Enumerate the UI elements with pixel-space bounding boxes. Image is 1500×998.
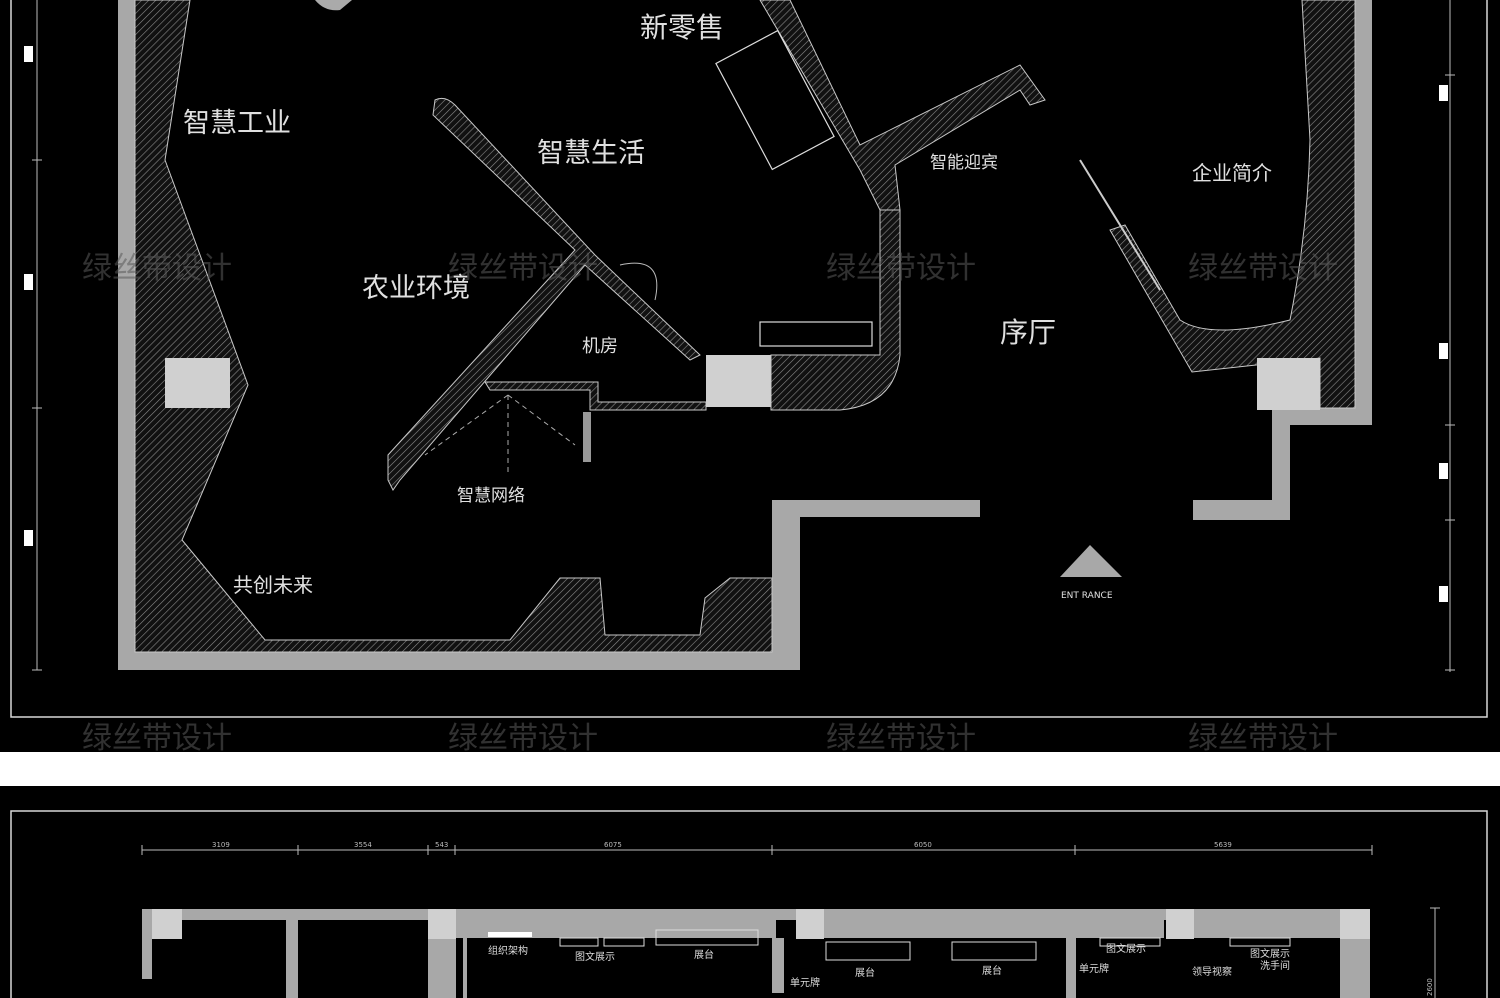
partition-wall (1066, 938, 1076, 998)
section-plan-panel: 3109 3554 543 6075 6050 5639 (0, 786, 1500, 998)
retail-counter (715, 29, 835, 171)
entrance-arrow-icon (1060, 545, 1122, 577)
room-label-smart-reception: 智能迎宾 (930, 153, 998, 173)
label-unit-board: 单元牌 (790, 976, 820, 989)
label-booth: 展台 (694, 948, 714, 961)
panel-separator (0, 752, 1500, 786)
dimension-value: 3109 (212, 841, 230, 849)
entrance-label: ENT RANCE (1061, 591, 1113, 601)
right-hatched-wall (1109, 0, 1356, 409)
outer-wall (118, 0, 980, 670)
label-booth: 展台 (855, 966, 875, 979)
top-wall-fragment (315, 0, 352, 11)
room-label-company-intro: 企业简介 (1192, 161, 1272, 185)
label-leader-inspection: 领导视察 (1192, 965, 1232, 978)
room-label-machine-room: 机房 (582, 336, 618, 357)
dimension-value: 6050 (914, 841, 932, 849)
column (428, 909, 456, 939)
booth-outline (488, 932, 532, 937)
partition-wall (286, 920, 298, 998)
side-dimension-value: 2600 (1426, 978, 1434, 996)
column (796, 909, 824, 939)
dimension-value: 5639 (1214, 841, 1232, 849)
booth-outline (951, 941, 1037, 961)
display-wall (824, 920, 1164, 938)
floor-plan-drawing: 绿丝带设计 绿丝带设计 绿丝带设计 绿丝带设计 绿丝带设计 绿丝带设计 绿丝带设… (10, 0, 1488, 752)
center-column (706, 355, 771, 407)
dimension-value: 6075 (604, 841, 622, 849)
dimension-value: 3554 (354, 841, 372, 849)
door-jamb (583, 412, 591, 462)
watermarks: 绿丝带设计 绿丝带设计 绿丝带设计 绿丝带设计 绿丝带设计 绿丝带设计 绿丝带设… (82, 251, 1338, 752)
watermark-text: 绿丝带设计 (82, 721, 232, 752)
room-label-new-retail: 新零售 (640, 11, 724, 44)
watermark-text: 绿丝带设计 (826, 721, 976, 752)
left-dimension-ticks (24, 0, 42, 671)
dimension-line (141, 845, 1373, 855)
watermark-text: 绿丝带设计 (1188, 721, 1338, 752)
room-label-agri-env: 农业环境 (362, 273, 470, 304)
partition-wall (428, 939, 456, 998)
intro-partition (1079, 159, 1161, 291)
section-plan-drawing: 3109 3554 543 6075 6050 5639 (10, 810, 1488, 998)
room-label-smart-industry: 智慧工业 (183, 108, 291, 139)
thin-wall (463, 938, 467, 998)
booth-outline (603, 937, 645, 947)
dimension-value: 543 (435, 841, 448, 849)
display-wall (456, 920, 776, 938)
top-wall (142, 909, 1370, 920)
label-graphic-display: 图文展示 (1250, 947, 1290, 960)
left-hatched-wall (134, 0, 773, 653)
drawing-frame (10, 0, 1488, 718)
booth-outline (655, 929, 759, 946)
partition-wall (772, 938, 784, 993)
label-org-structure: 组织架构 (488, 944, 528, 957)
watermark-text: 绿丝带设计 (448, 721, 598, 752)
center-curved-wall (770, 209, 901, 411)
booth-outline (1229, 937, 1291, 947)
door-swing-arc (619, 262, 658, 301)
display-wall (1194, 920, 1340, 938)
right-column (1257, 358, 1320, 410)
booth-outline (559, 937, 599, 947)
label-graphic-display: 图文展示 (1106, 942, 1146, 955)
watermark-text: 绿丝带设计 (826, 251, 976, 286)
booth-outline (1099, 937, 1161, 947)
machine-room-walls (484, 381, 707, 411)
diagonal-partition (387, 97, 701, 491)
room-label-smart-life: 智慧生活 (537, 138, 645, 169)
column (152, 909, 182, 939)
room-label-smart-network: 智慧网络 (457, 486, 525, 506)
right-wall (1340, 939, 1370, 998)
left-column (165, 358, 230, 408)
label-unit-board: 单元牌 (1079, 962, 1109, 975)
watermark-text: 绿丝带设计 (1188, 251, 1338, 286)
reception-desk (759, 321, 873, 347)
left-wall (142, 909, 152, 979)
floor-plan-panel: 绿丝带设计 绿丝带设计 绿丝带设计 绿丝带设计 绿丝带设计 绿丝带设计 绿丝带设… (10, 0, 1488, 752)
watermark-text: 绿丝带设计 (82, 251, 232, 286)
upper-diagonal-wall (759, 0, 1046, 211)
label-washroom: 洗手间 (1260, 959, 1290, 972)
network-dashed-lines (424, 394, 576, 475)
column (1166, 909, 1194, 939)
room-label-co-create-future: 共创未来 (233, 573, 313, 597)
drawing-frame (10, 810, 1488, 998)
booth-outline (825, 941, 911, 961)
right-outer-wall (1193, 0, 1372, 520)
right-dimension-ticks (1439, 0, 1455, 672)
watermark-text: 绿丝带设计 (448, 251, 598, 286)
room-label-lobby: 序厅 (1000, 316, 1056, 349)
column (1340, 909, 1370, 939)
label-graphic-display: 图文展示 (575, 950, 615, 963)
label-booth: 展台 (982, 964, 1002, 977)
